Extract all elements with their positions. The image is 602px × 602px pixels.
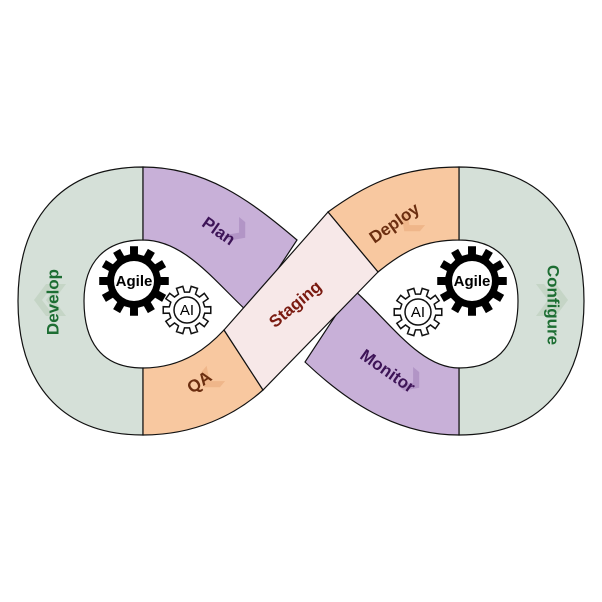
configure-label: Configure [544,265,563,345]
left-agile-label: Agile [116,273,153,290]
develop-label: Develop [43,269,62,335]
staging-segment [223,211,379,391]
develop-segment [17,166,144,436]
right-agile-label: Agile [454,273,491,290]
gear-icon [162,285,212,335]
left-agile-gear: Agile [99,246,169,316]
gear-icon [393,287,443,337]
right-ai-gear: AI [393,287,443,337]
left-ai-label: AI [180,302,194,319]
chevron-arrows-icon [34,209,568,391]
right-ai-label: AI [411,304,425,321]
right-agile-gear: Agile [437,246,507,316]
plan-segment [142,166,298,314]
left-ai-gear: AI [162,285,212,335]
configure-segment [458,166,585,436]
monitor-segment [304,288,460,436]
